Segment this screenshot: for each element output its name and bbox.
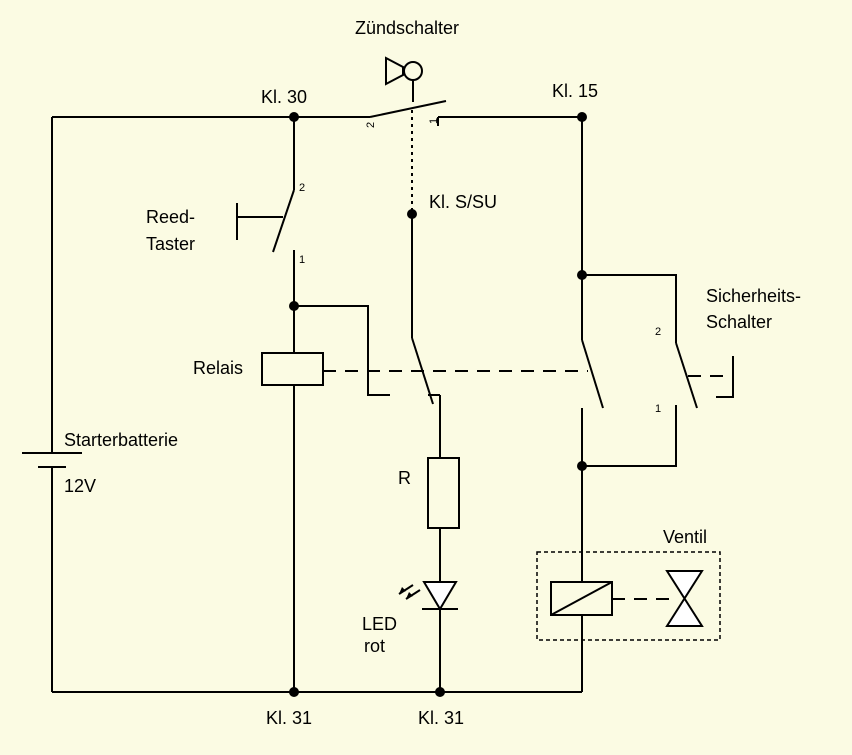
junction-kl31-left (289, 687, 299, 697)
label-resistor: R (398, 468, 411, 488)
relay-coil (261, 352, 588, 386)
pin-reed-1: 1 (299, 254, 305, 266)
label-led-line1: LED (362, 614, 397, 634)
junction-kls (407, 209, 417, 219)
label-kl31-right: Kl. 31 (418, 708, 464, 728)
relay-contact-kl15 (581, 339, 604, 409)
pin-safety-2: 2 (655, 326, 661, 338)
label-battery: Starterbatterie (64, 430, 178, 450)
light-emission-icon (398, 584, 421, 600)
label-relay: Relais (193, 358, 243, 378)
junction-safety-top (577, 270, 587, 280)
label-safety-line1: Sicherheits- (706, 286, 801, 306)
wiring (51, 116, 677, 693)
resistor (427, 457, 460, 529)
junction-kl30 (289, 112, 299, 122)
label-kl31-left: Kl. 31 (266, 708, 312, 728)
safety-switch (675, 342, 734, 409)
key-icon (385, 56, 404, 86)
label-valve: Ventil (663, 527, 707, 547)
label-kl30: Kl. 30 (261, 87, 307, 107)
pin-safety-1: 1 (655, 403, 661, 415)
battery-symbol (22, 452, 82, 468)
valve (536, 551, 721, 641)
junction-safety-bottom (577, 461, 587, 471)
labels: Zündschalter Kl. 30 Kl. 15 Kl. S/SU Reed… (64, 18, 801, 728)
label-voltage: 12V (64, 476, 96, 496)
ignition-switch (369, 56, 447, 212)
label-ignition-switch: Zündschalter (355, 18, 459, 38)
label-led-line2: rot (364, 636, 385, 656)
pin-reed-2: 2 (299, 182, 305, 194)
junction-relay-feed (289, 301, 299, 311)
junction-kl15 (577, 112, 587, 122)
junction-kl31-right (435, 687, 445, 697)
led (398, 581, 458, 611)
label-safety-line2: Schalter (706, 312, 772, 332)
pin-ignition-2: 2 (365, 122, 377, 128)
label-reed-line1: Reed- (146, 207, 195, 227)
label-kl15: Kl. 15 (552, 81, 598, 101)
junction-dots (289, 112, 587, 697)
label-reed-line2: Taster (146, 234, 195, 254)
reed-switch (236, 189, 295, 253)
label-kls: Kl. S/SU (429, 192, 497, 212)
pin-ignition-1: 1 (428, 118, 440, 124)
relay-contact (411, 337, 440, 405)
